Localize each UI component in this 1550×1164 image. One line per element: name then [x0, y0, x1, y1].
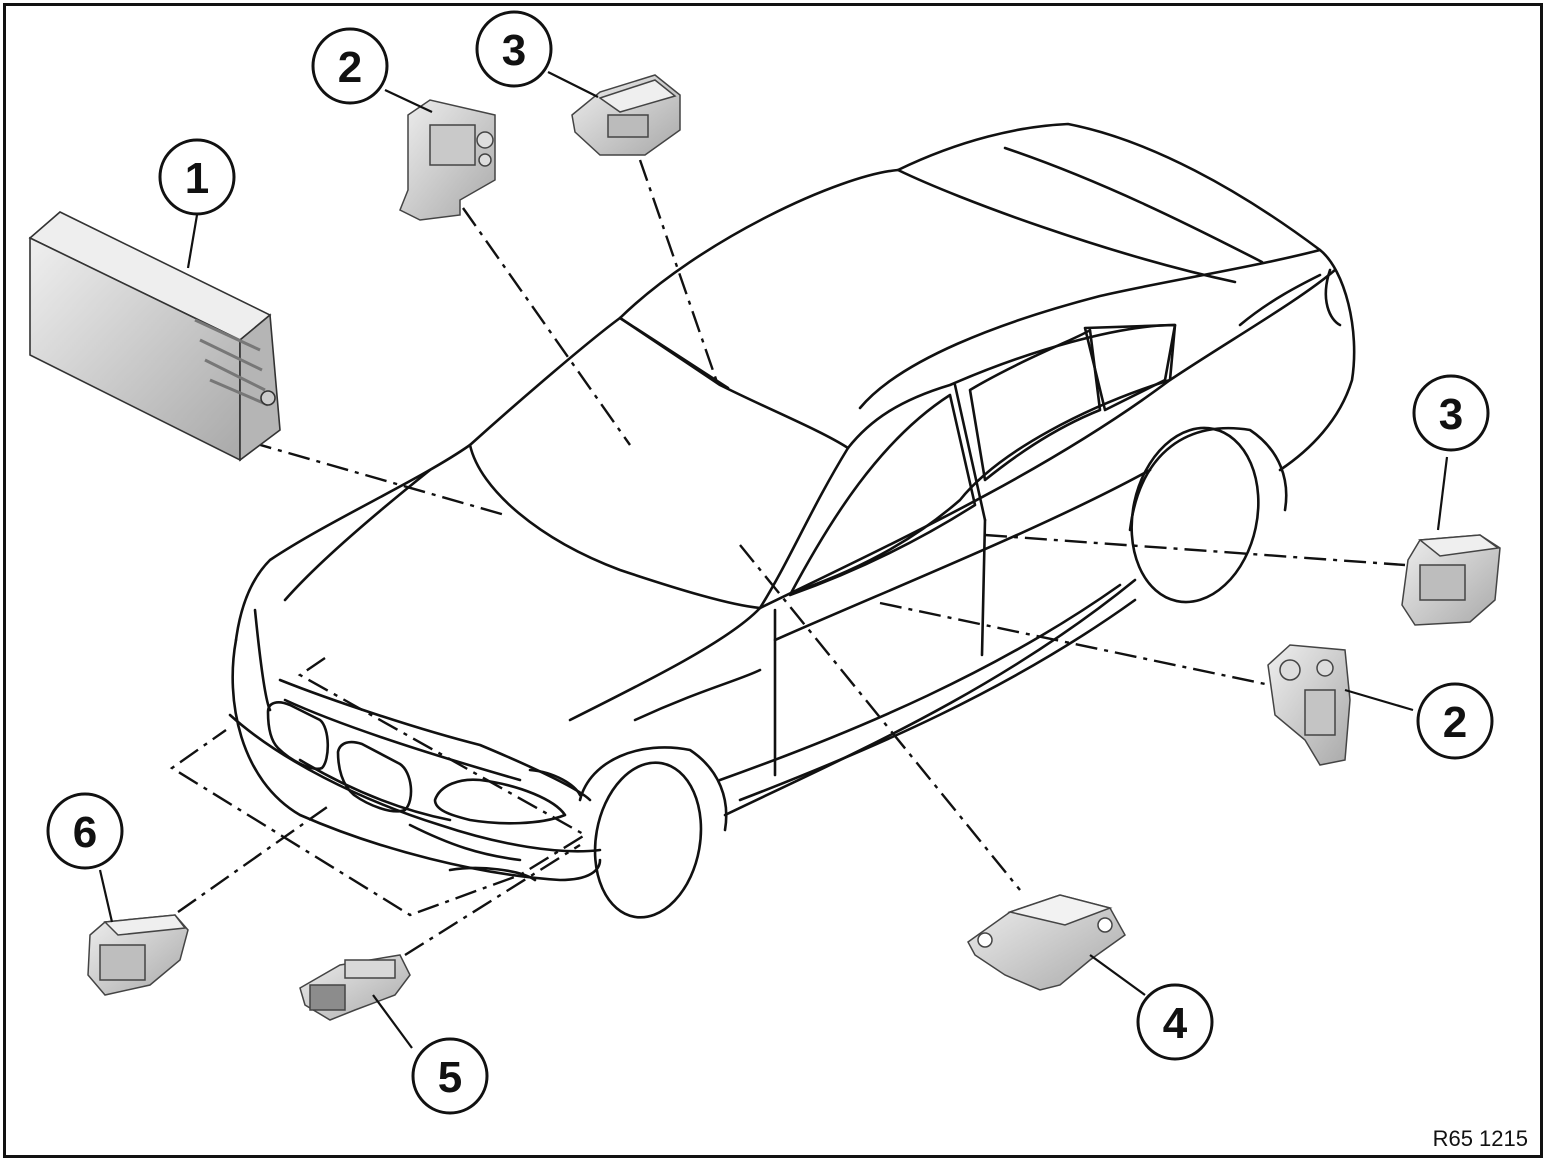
diagram-frame	[3, 3, 1543, 1158]
leader-3b	[984, 533, 1406, 567]
leader-2a	[462, 207, 631, 446]
bumper-sensor-icon	[299, 954, 411, 1021]
callout-2-right: 2	[1416, 682, 1494, 760]
callout-6: 6	[46, 792, 124, 870]
callout-1: 1	[158, 138, 236, 216]
car-front-wheel	[593, 761, 703, 919]
car-roof	[618, 122, 1322, 410]
callout-4-label: 4	[1163, 999, 1188, 1048]
callout-3-top: 3	[475, 10, 553, 88]
car-rear-window	[968, 328, 1102, 482]
central-sensor-icon	[967, 894, 1126, 991]
callout-3-right: 3	[1412, 374, 1490, 452]
callout-leaders	[98, 71, 1449, 1049]
satellite-sensor-icon-right	[1401, 534, 1501, 626]
control-unit-icon	[28, 211, 281, 462]
satellite-sensor-icon	[571, 74, 681, 156]
car-hood	[468, 443, 762, 610]
bracket-sensor-icon-right	[1267, 644, 1351, 766]
callout-2-top-label: 2	[338, 43, 362, 92]
leader-lines	[169, 159, 1406, 957]
callout-3-top-label: 3	[502, 26, 526, 75]
leader-1	[249, 440, 506, 517]
callout-3-right-label: 3	[1439, 390, 1463, 439]
callout-2-right-label: 2	[1443, 698, 1467, 747]
leader-2b	[879, 601, 1271, 687]
car-headlight	[433, 778, 567, 825]
car-front-window	[788, 393, 977, 597]
callout-2-top: 2	[311, 27, 389, 105]
front-sensor-icon	[87, 914, 189, 996]
callout-1-label: 1	[185, 154, 209, 203]
bracket-sensor-icon	[399, 99, 496, 221]
car-windshield	[468, 316, 850, 450]
car-grill-left	[266, 701, 330, 771]
leader-5	[404, 843, 581, 957]
leader-4	[739, 544, 1021, 891]
leader-front-bumper-box	[169, 657, 588, 917]
car-front-bumper	[231, 638, 602, 882]
car-rear-wheel	[1130, 426, 1260, 604]
callout-5-label: 5	[438, 1053, 462, 1102]
car-outline	[228, 122, 1356, 919]
figure-reference-code: R65 1215	[1432, 1126, 1528, 1151]
leader-3a	[638, 159, 720, 386]
callout-4: 4	[1136, 983, 1214, 1061]
callout-5: 5	[411, 1037, 489, 1115]
leader-6	[177, 804, 331, 913]
callout-6-label: 6	[73, 808, 97, 857]
